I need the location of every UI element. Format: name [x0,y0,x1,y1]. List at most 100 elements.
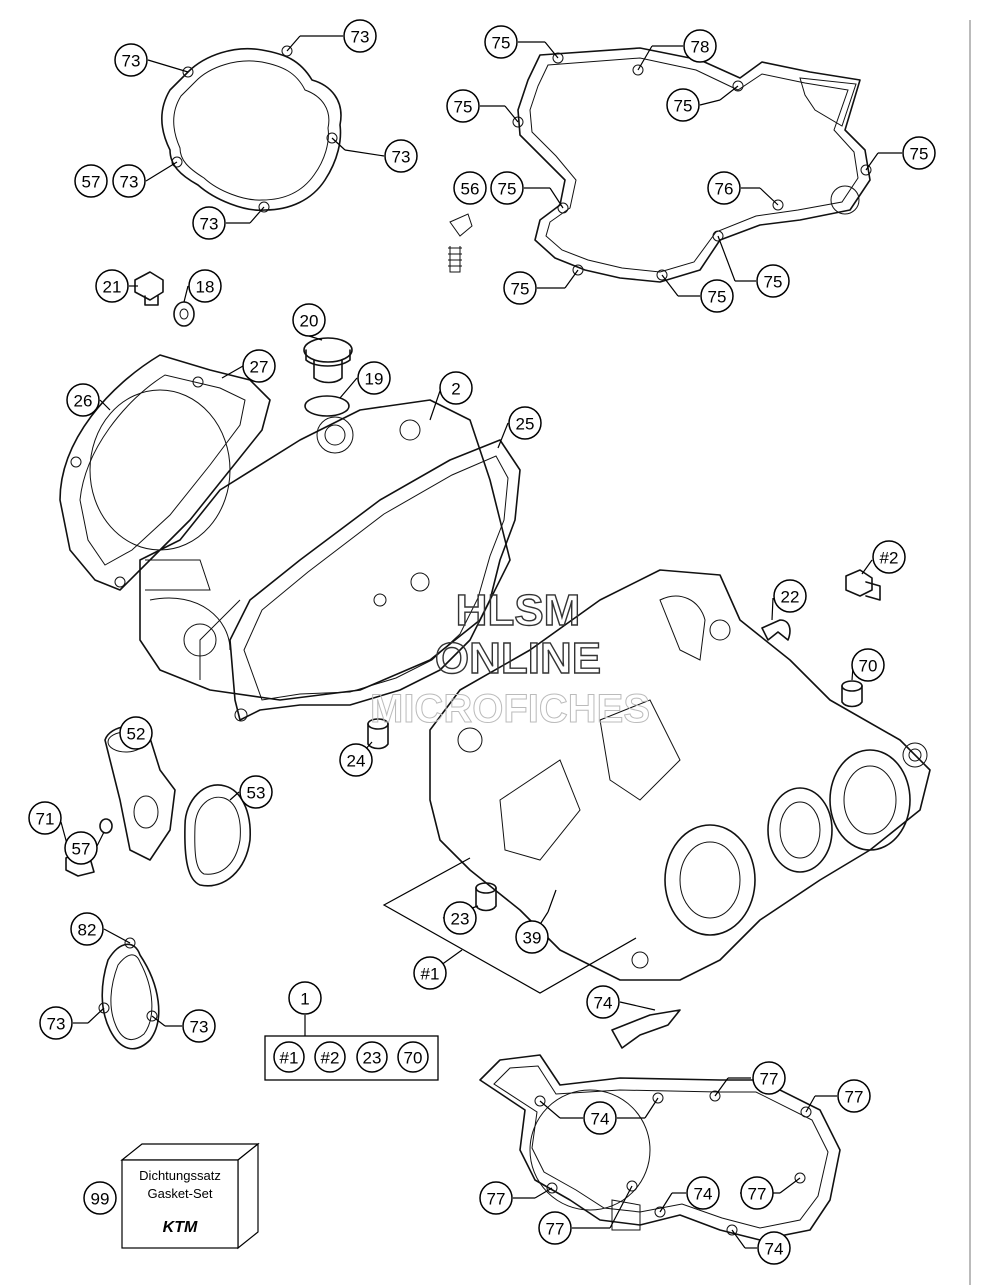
callout-circle [583,1101,617,1135]
gasket-box-brand: KTM [163,1219,198,1236]
callout-number: 75 [454,98,473,117]
callout-circle [343,19,377,53]
callout-number: 27 [250,358,269,377]
callout-26: 26 [66,383,100,417]
sleeve-24 [367,718,389,750]
kit-item-circle [273,1041,305,1073]
callout-circle [773,579,807,613]
spring [448,246,462,273]
callout-82: 82 [70,912,104,946]
callout-number: 77 [845,1088,864,1107]
callout-number: 57 [72,840,91,859]
callout-75: 75 [902,136,936,170]
callout-number: 25 [516,415,535,434]
callout-number: 74 [765,1240,784,1259]
kit-item-23: 23 [356,1041,388,1073]
kit-item-circle [314,1041,346,1073]
callout-circle [39,1006,73,1040]
callout-circle [515,920,549,954]
callout-number: 75 [764,273,783,292]
callout-77: 77 [837,1079,871,1113]
kit-item-number: #1 [280,1049,299,1068]
callout-21: 21 [95,269,129,303]
gasket-box-line1: Dichtungssatz [139,1168,221,1183]
callout-circle [119,716,153,750]
kit-item-number: 23 [363,1049,382,1068]
callout-circle [112,164,146,198]
spring-clip [449,213,473,237]
callout-18: 18 [188,269,222,303]
callout-number: 19 [365,370,384,389]
callout-number: 20 [300,312,319,331]
callout-circle [872,540,906,574]
callout-circle [508,406,542,440]
ignition-cover-gasket [160,47,342,211]
water-pump-gasket-53 [184,784,251,887]
callout-circle [182,1009,216,1043]
callout-number: 70 [859,657,878,676]
kit-item-circle [397,1041,429,1073]
callout-73: 73 [114,43,148,77]
kit-item-70: 70 [397,1041,429,1073]
callout-number: 73 [200,215,219,234]
callout-number: 73 [122,52,141,71]
callout-circle [439,371,473,405]
callout-number: 76 [715,180,734,199]
callout-77: 77 [752,1061,786,1095]
callout-circle [756,264,790,298]
callout-circle [83,1181,117,1215]
callout-75: 75 [484,25,518,59]
callout-circle [503,271,537,305]
callout-99: 99 [83,1181,117,1215]
callout-number: 73 [47,1015,66,1034]
crankcase-right-half [139,399,511,701]
callout-number: 74 [694,1185,713,1204]
callout-circle [64,831,98,865]
watermark-line3: MICROFICHES [370,687,650,731]
callout-number: #2 [880,549,899,568]
washer-57 [99,818,113,834]
callout-74: 74 [686,1176,720,1210]
watermark: HLSM ONLINE MICROFICHES [370,585,651,731]
callout-20: 20 [292,303,326,337]
parts-artwork [59,45,931,1241]
callout-number: 73 [392,148,411,167]
callout-circle [443,901,477,935]
callout-circle [752,1061,786,1095]
callout-number: 2 [451,380,460,399]
sleeve-23 [475,882,497,912]
watermark-line2: ONLINE [435,634,601,683]
callout-circle [188,269,222,303]
callout-circle [700,279,734,313]
callout-circle [192,206,226,240]
callout-39: 39 [515,920,549,954]
callout-74: 74 [583,1101,617,1135]
callout-number: 18 [196,278,215,297]
oil-plug-20 [303,337,353,384]
callout-number: 23 [451,910,470,929]
callout-number: 74 [591,1110,610,1129]
callout-circle [453,171,487,205]
callout-circle [384,139,418,173]
callout-hash-2: #2 [872,540,906,574]
callout-73: 73 [384,139,418,173]
callout-52: 52 [119,716,153,750]
kit-item-number: 70 [404,1049,423,1068]
callout-circle [357,361,391,395]
callout-76: 76 [707,171,741,205]
callout-circle [479,1181,513,1215]
screw-2 [845,569,881,601]
clutch-cover [59,354,271,591]
callout-number: 75 [708,288,727,307]
callout-circle [242,349,276,383]
callout-number: 71 [36,810,55,829]
gasket-set-box: Dichtungssatz Gasket-Set KTM [120,1142,260,1250]
callout-circle [683,29,717,63]
callout-23: 23 [443,901,477,935]
callout-25: 25 [508,406,542,440]
callout-number: 74 [594,994,613,1013]
crankcase-gasket [479,1054,841,1241]
